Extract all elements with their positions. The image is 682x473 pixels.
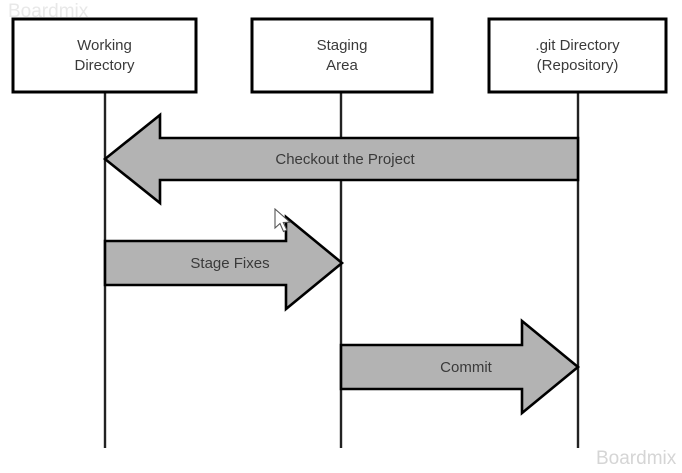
node-git-directory[interactable]: .git Directory (Repository) bbox=[487, 17, 668, 94]
watermark-bottom-right-text: Boardmix bbox=[596, 448, 677, 469]
node-staging-area[interactable]: Staging Area bbox=[250, 17, 434, 94]
arrow-checkout-label: Checkout the Project bbox=[275, 151, 415, 168]
node-working-directory-line1: Working bbox=[77, 37, 132, 54]
node-working-directory[interactable]: Working Directory bbox=[11, 17, 198, 94]
arrow-commit[interactable]: Commit bbox=[339, 318, 581, 416]
node-staging-area-line1: Staging bbox=[317, 37, 368, 54]
node-working-directory-box bbox=[11, 17, 198, 94]
node-working-directory-line2: Directory bbox=[74, 57, 135, 74]
node-staging-area-line2: Area bbox=[326, 57, 358, 74]
arrow-commit-label: Commit bbox=[440, 359, 492, 376]
arrow-stage-fixes[interactable]: Stage Fixes bbox=[103, 214, 345, 312]
arrow-commit-shape bbox=[339, 318, 581, 416]
node-git-directory-box bbox=[487, 17, 668, 94]
arrow-checkout-the-project[interactable]: Checkout the Project bbox=[102, 112, 580, 206]
node-git-directory-line1: .git Directory bbox=[535, 37, 620, 54]
watermark-top-left-text: Boardmix bbox=[8, 1, 89, 22]
arrow-checkout-shape bbox=[102, 112, 580, 206]
node-git-directory-line2: (Repository) bbox=[537, 57, 619, 74]
arrow-stage-fixes-label: Stage Fixes bbox=[190, 255, 269, 272]
node-staging-area-box bbox=[250, 17, 434, 94]
